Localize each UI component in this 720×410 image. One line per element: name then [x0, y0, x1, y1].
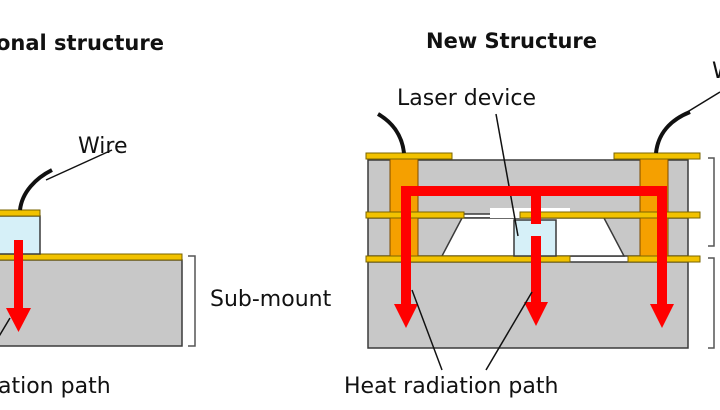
laser-device-label: Laser device [397, 86, 536, 111]
heat-arrow-center-upper [531, 186, 541, 224]
heat-arrow-head [6, 308, 31, 332]
heat-arrow-center-lower [531, 236, 541, 304]
mid-left-metal [365, 211, 465, 219]
wire-leader-line [45, 149, 113, 181]
mid-right-metal [519, 211, 701, 219]
heat-arrow-right-shaft [657, 186, 667, 306]
laser-top-electrode [0, 209, 41, 217]
heat-leader-center [485, 291, 533, 371]
lower-bracket [708, 257, 715, 349]
bottom-left-metal [365, 255, 571, 263]
heat-arrow-center-head [524, 302, 548, 326]
new-heat-path-label: Heat radiation path [344, 374, 558, 399]
right-wire-leader-line [683, 91, 720, 115]
new-wire-label: W [712, 59, 720, 84]
submount-label: Sub-mount [210, 287, 332, 312]
heat-radiation-arrows [394, 186, 674, 328]
heat-arrow-shaft [14, 240, 23, 310]
bond-wire [18, 168, 53, 211]
new-structure-title: New Structure [426, 29, 597, 53]
left-bond-wire [376, 112, 406, 154]
top-right-metal [613, 152, 701, 160]
right-bond-wire [654, 110, 691, 154]
heat-leader-line [0, 317, 11, 337]
heat-arrow-left-head [394, 304, 418, 328]
submount-bracket [188, 255, 196, 347]
submount-block [0, 259, 183, 347]
conventional-title: onal structure [0, 31, 164, 55]
new-structure-panel: New Structure W Laser device [344, 29, 720, 399]
conventional-structure-panel: onal structure Wire Sub-mount ation path [0, 31, 332, 399]
heat-path-label: ation path [0, 374, 111, 399]
laser-leader-line [495, 113, 519, 237]
wire-label: Wire [78, 134, 127, 159]
submount-metal-layer [0, 253, 183, 261]
upper-bracket [708, 157, 715, 247]
heat-arrow-left-shaft [401, 186, 411, 306]
top-left-metal [365, 152, 453, 160]
heat-arrow-right-head [650, 304, 674, 328]
heat-leader-left [411, 289, 443, 371]
